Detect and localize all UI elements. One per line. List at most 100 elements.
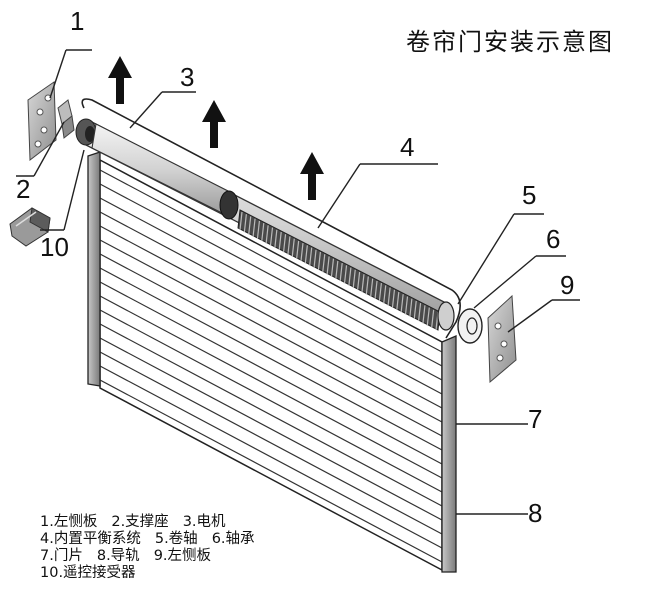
spring-coil [431,309,435,328]
up-arrow-icon [108,56,132,104]
legend-row: 4.内置平衡系统 5.卷轴 6.轴承 [40,531,269,548]
diagram-title: 卷帘门安装示意图 [406,28,614,56]
spring-coil [400,294,404,313]
spring-coil [335,260,339,279]
legend-item: 5.卷轴 [154,531,198,547]
spring-coil [339,263,343,282]
legend-item: 10.遥控接受器 [40,565,136,581]
spring-coil [313,249,317,268]
legend-row: 7.门片 8.导轨 9.左恻板 [40,548,269,565]
callout-8: 8 [528,498,542,528]
spring-coil [422,305,426,324]
spring-coil [287,236,291,255]
spring-coil [330,258,335,277]
door-slat [99,309,443,493]
spring-coil [300,243,304,262]
guide-rail-right [441,335,457,573]
spring-coil [413,300,417,319]
callout-4: 4 [400,132,414,162]
door-slat [99,281,443,465]
door-slat [99,267,443,451]
spring-coil [243,214,247,233]
callout-2: 2 [16,174,30,204]
callout-9: 9 [560,270,574,300]
callout-6: 6 [546,224,560,254]
callout-1: 1 [70,6,84,36]
legend-row: 1.左恻板 2.支撑座 3.电机 [40,514,269,531]
spring-coil [361,274,365,293]
spring-coil [387,287,391,306]
callout-7: 7 [528,404,542,434]
up-arrow-icon [202,100,226,148]
legend-item: 3.电机 [182,514,226,530]
spring-coil [265,225,269,244]
door-slat [99,197,443,381]
spring-coil [309,247,313,266]
spring-coil [352,269,356,288]
spring-coil [383,285,387,304]
legend-item: 7.门片 [40,548,83,564]
door-curtain [99,158,443,572]
door-slat [99,365,443,549]
door-slat [99,253,443,437]
spring-coil [404,296,409,315]
spring-coil [296,240,300,259]
legend-item: 1.左恻板 [40,514,98,530]
support-seat [57,99,75,139]
balance-spring [237,209,441,331]
spring-coil [291,238,295,257]
bearing [457,308,483,344]
spring-coil [304,245,308,264]
door-slat [99,379,443,563]
legend-item: 6.轴承 [211,531,255,547]
door-slat [99,211,443,395]
legend-item: 4.内置平衡系统 [40,531,141,547]
spring-coil [391,289,396,308]
roller-end-cap [437,301,455,331]
up-arrows [108,56,324,200]
leader-lines [16,49,580,515]
spring-coil [326,256,330,275]
guide-rail-left [87,151,101,387]
spring-coil [274,229,278,248]
legend-item: 2.支撑座 [111,514,169,530]
spring-coil [417,303,422,322]
spring-coil [278,231,282,251]
spring-coil [396,291,400,311]
door-slat [99,351,443,535]
door-slat [99,239,443,423]
door-slat [99,225,443,409]
up-arrow-icon [300,152,324,200]
legend-row: 10.遥控接受器 [40,565,269,582]
spring-coil [248,216,252,235]
spring-coil [269,227,274,246]
spring-coil [239,211,243,231]
spring-coil [261,223,265,242]
door-slat [99,323,443,507]
door-slat [99,337,443,521]
roller-housing [81,98,461,339]
spring-coil [343,265,348,284]
spring-coil [374,280,378,299]
legend-item: 9.左恻板 [153,548,212,564]
callout-3: 3 [180,62,194,92]
spring-coil [426,307,430,326]
callout-10: 10 [40,232,69,262]
legend: 1.左恻板 2.支撑座 3.电机 4.内置平衡系统 5.卷轴 6.轴承 7.门片 8.导轨 9.… [40,514,269,582]
door-slat [99,169,443,353]
callout-labels: 1 2 3 4 5 6 7 8 9 10 [16,6,574,528]
spring-coil [357,271,361,291]
spring-coil [252,218,256,237]
spring-coil [348,267,352,286]
spring-coil [378,283,382,302]
spring-coil [282,234,287,253]
motor [91,123,239,220]
spring-coil [365,276,369,295]
legend-item: 8.导轨 [96,548,140,564]
left-side-plate [27,81,57,161]
door-slat [99,183,443,367]
door-slat [99,295,443,479]
spring-coil [322,254,326,273]
right-side-plate [487,294,517,384]
